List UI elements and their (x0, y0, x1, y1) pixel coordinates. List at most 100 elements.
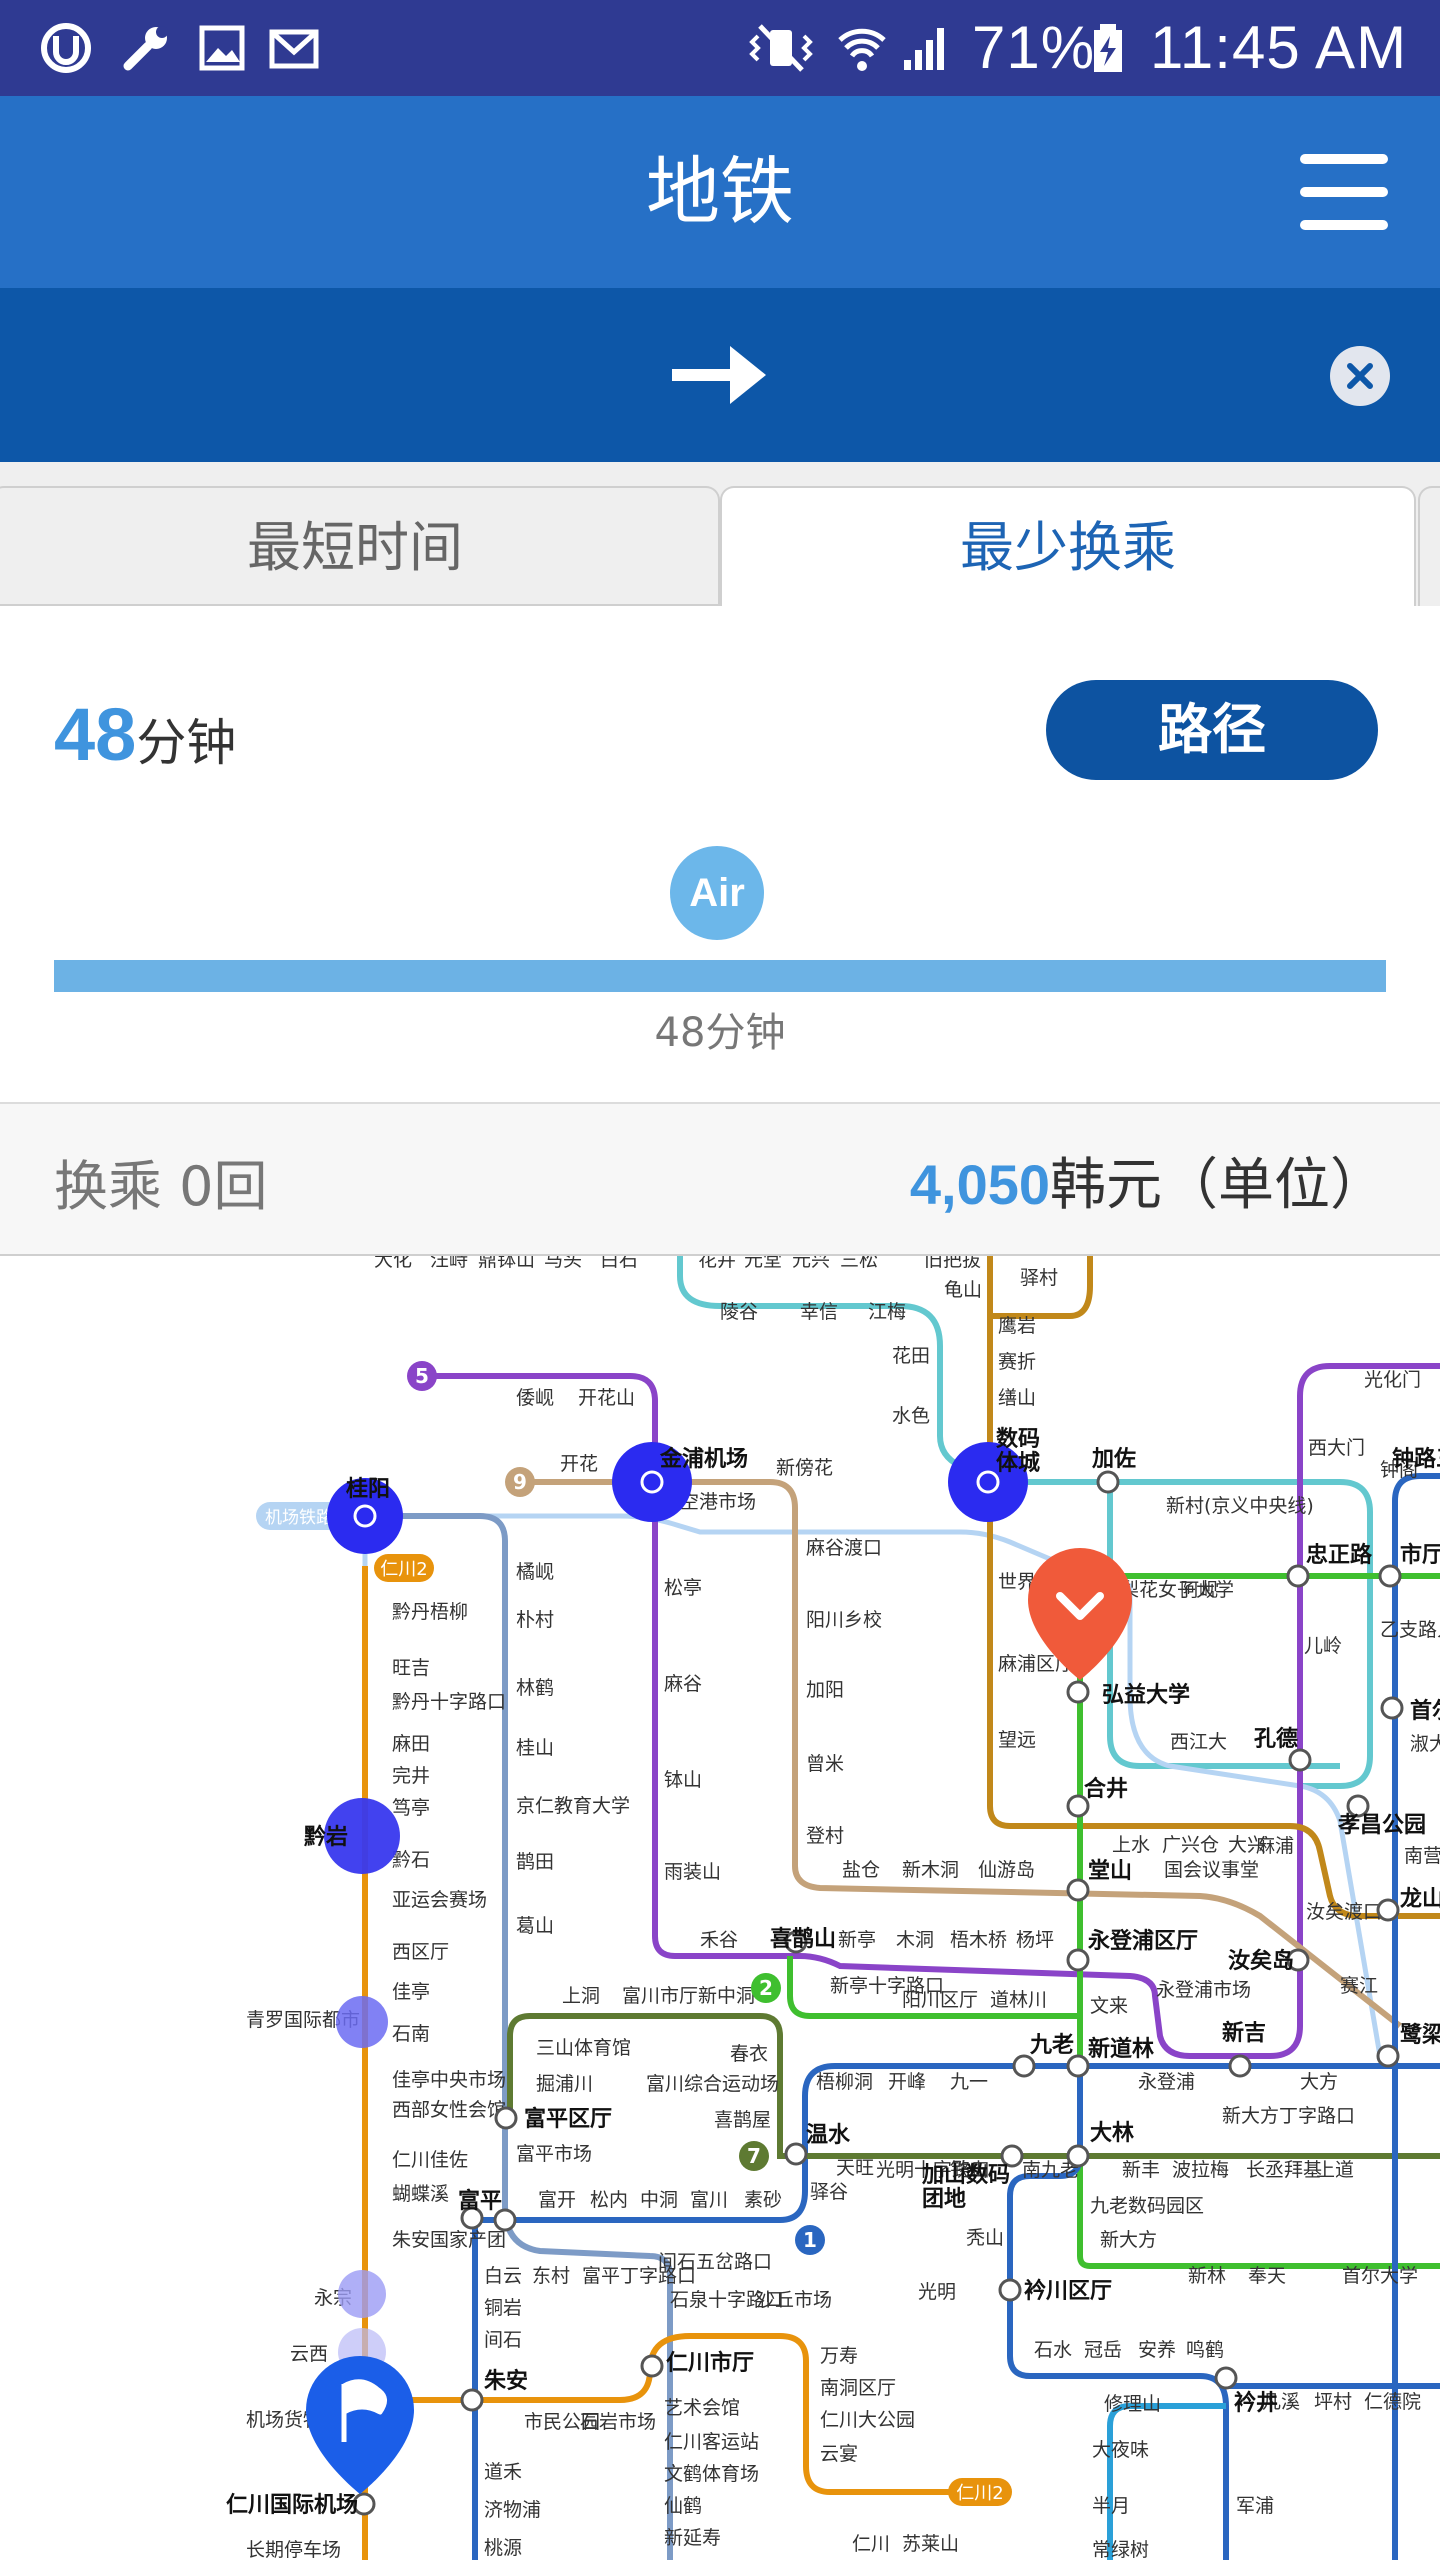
station-label: 间石五岔路口 (658, 2251, 772, 2273)
station-hwagok[interactable]: 喜鹊山 (770, 1926, 836, 1952)
arrow-right-icon (672, 346, 766, 404)
station-hongdae[interactable]: 弘益大学 (1102, 1682, 1190, 1708)
station-label: 石岩市场 (580, 2411, 656, 2433)
tab-overflow[interactable] (1418, 486, 1440, 606)
station-label: 梨花女子大学 (1120, 1579, 1234, 1601)
station-label: 苏莱山 (902, 2533, 959, 2555)
station-label: 济物浦 (484, 2499, 541, 2521)
station-geumcheon-gu[interactable]: 衿川区厅 (1024, 2278, 1112, 2304)
station-label: 淑大 (1410, 1733, 1440, 1755)
station-label: 松内 (590, 2189, 628, 2211)
tab-shortest-time[interactable]: 最短时间 (0, 486, 720, 606)
incheon2-badge-bottom (948, 2478, 1012, 2506)
line-2-branch (787, 1956, 1080, 2019)
line1-badge-label: 1 (803, 2228, 817, 2252)
station-dangsan[interactable]: 堂山 (1088, 1859, 1132, 1884)
station-label: 九老数码园区 (1090, 2195, 1204, 2217)
station-label: 南营 (1404, 1845, 1440, 1867)
station-label: 汝矣渡口 (1306, 1901, 1382, 1923)
clear-route-button[interactable] (1330, 346, 1390, 406)
station-sindorim[interactable]: 新道林 (1088, 2036, 1154, 2062)
station-gimpo-airport[interactable]: 金浦机场 (659, 1446, 748, 1472)
line-incheon-2-east (365, 2333, 990, 2495)
station-daerim[interactable]: 大林 (1090, 2121, 1134, 2146)
station-noryangjin[interactable]: 鹭梁 (1400, 2022, 1440, 2048)
subway-map[interactable]: 大化 汪峙 鼎钵山 马头 白石 花井 元堂 元兴 三松 旧把拔 龟山 驿村 陵谷… (0, 1256, 1440, 2560)
station-label: 新傍花 (776, 1457, 833, 1479)
station-seoul[interactable]: 首尔 (1410, 1698, 1440, 1724)
station-label: 花田 (892, 1345, 930, 1367)
tab-fewest-transfers[interactable]: 最少换乘 (720, 486, 1416, 606)
line-6 (987, 1256, 1440, 1919)
station-label: 西江大 (1170, 1731, 1227, 1753)
station-chungjeongno[interactable]: 忠正路 (1306, 1542, 1373, 1568)
station-gongdeok[interactable]: 孔德 (1254, 1726, 1298, 1752)
line5-badge-label: 5 (415, 1364, 429, 1388)
route-stop (612, 1442, 692, 1522)
route-bar (0, 288, 1440, 462)
station-label: 云宴 (820, 2442, 858, 2465)
station-label: 修理山 (1104, 2393, 1161, 2415)
station-yeouido[interactable]: 汝矣岛 (1228, 1948, 1294, 1974)
station-label: 阳川区厅 (902, 1989, 978, 2011)
station-label: 元堂 (744, 1256, 782, 1271)
station-city-hall[interactable]: 市厅 (1400, 1542, 1440, 1568)
station-label: 富川市厅 (622, 1985, 698, 2007)
subway-map-canvas[interactable]: 大化 汪峙 鼎钵山 马头 白石 花井 元堂 元兴 三松 旧把拔 龟山 驿村 陵谷… (0, 1256, 1440, 2560)
station-incheon-city-hall[interactable]: 仁川市厅 (666, 2350, 754, 2376)
station-label: 三松 (840, 1256, 878, 1271)
station-label: 赛折 (998, 1351, 1036, 1373)
station-label: 云西 (290, 2343, 328, 2365)
station-bupyeong-gu[interactable]: 富平区厅 (524, 2106, 612, 2132)
station-label: 富开 (538, 2189, 576, 2211)
station-hyochang[interactable]: 孝昌公园 (1337, 1812, 1426, 1838)
station-yongsan[interactable]: 龙山 (1400, 1887, 1440, 1912)
station-guro[interactable]: 九老 (1029, 2033, 1074, 2058)
station-label: 石南 (392, 2023, 430, 2045)
destination-pin[interactable] (1028, 1548, 1132, 1680)
path-button[interactable]: 路径 (1046, 680, 1378, 780)
station-label: 奉天 (1248, 2265, 1286, 2287)
line-4 (1107, 2403, 1226, 2560)
fare: 4,050韩元（单位） (910, 1140, 1386, 1221)
image-icon (199, 25, 245, 71)
station-gyeyang[interactable]: 桂阳 (346, 1476, 390, 1502)
divider (0, 1102, 1440, 1104)
station-label: 上洞 (562, 1985, 600, 2007)
station-dmc[interactable]: 数码体城 (996, 1426, 1040, 1476)
origin-pin[interactable] (306, 2356, 414, 2494)
station-yeongdeungpo-gu[interactable]: 永登浦区厅 (1088, 1928, 1198, 1954)
station-label: 文鹤体育场 (664, 2463, 759, 2485)
line-1 (475, 2063, 1440, 2223)
line-9 (520, 1479, 1402, 2029)
menu-button[interactable] (1300, 154, 1388, 230)
line-incheon-1 (365, 1513, 673, 2560)
clock: 11:45 AM (1150, 14, 1408, 81)
station-label: 新木洞 (902, 1859, 959, 1881)
station-geomam[interactable]: 黔岩 (304, 1824, 348, 1850)
station-gajwa[interactable]: 加佐 (1091, 1446, 1136, 1472)
station-label: 首尔大学 (1342, 2265, 1418, 2287)
station-label: 梧柳洞 (816, 2071, 873, 2093)
station-juan[interactable]: 朱安 (484, 2368, 528, 2394)
incheon2-badge-top (374, 1554, 434, 1582)
station-label: 安养 (1138, 2339, 1176, 2361)
incheon2-badge-top-label: 仁川2 (380, 1559, 427, 1580)
station-label: 鹊田 (516, 1851, 554, 1873)
station-label: 京仁教育大学 (516, 1795, 630, 1817)
total-time-value: 48 (54, 693, 137, 776)
station-jongno3[interactable]: 钟路三 (1392, 1446, 1440, 1472)
station-label: 龟山 (944, 1279, 982, 1301)
station-label: 掘浦川 (536, 2073, 593, 2095)
station-label: 黔丹十字路口 (392, 1691, 506, 1713)
station-label: 上水 (1112, 1834, 1150, 1856)
station-oncheon[interactable]: 温水 (806, 2123, 851, 2148)
station-bupyeong[interactable]: 富平 (458, 2188, 502, 2214)
station-geumjeong[interactable]: 衿井 (1234, 2390, 1278, 2416)
station-singil[interactable]: 新吉 (1222, 2020, 1266, 2046)
line7-badge (739, 2141, 769, 2171)
station-gasan[interactable]: 加山数码团地 (921, 2162, 1010, 2212)
flag-icon (341, 2379, 387, 2442)
station-hapjeong[interactable]: 合井 (1084, 1776, 1128, 1802)
station-incheon-airport[interactable]: 仁川国际机场 (226, 2492, 358, 2518)
